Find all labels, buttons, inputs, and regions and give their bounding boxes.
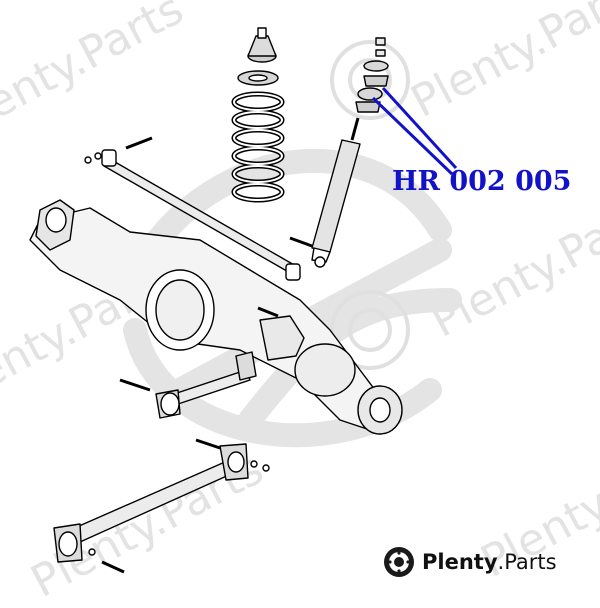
lower-trailing-arm	[53, 443, 249, 563]
nut-washer	[88, 460, 270, 556]
callout-lines	[371, 86, 458, 176]
spring-seat	[237, 70, 279, 86]
lateral-rod-bolt	[84, 136, 153, 164]
shock-top-bushing-set	[355, 37, 389, 113]
shock-absorber	[311, 117, 361, 268]
spring-top-mount	[247, 27, 277, 63]
part-number-label: HR 002 005	[392, 166, 572, 197]
brake-disc-icon	[384, 547, 414, 577]
brand-name: Plenty	[422, 550, 498, 574]
brand-logo-block[interactable]: Plenty . Parts	[382, 543, 557, 581]
lateral-rod	[101, 149, 301, 281]
brand-suffix: Parts	[504, 550, 557, 574]
upper-control-arm	[155, 351, 257, 419]
rear-axle-housing	[29, 199, 403, 435]
brand-separator: .	[497, 550, 505, 574]
